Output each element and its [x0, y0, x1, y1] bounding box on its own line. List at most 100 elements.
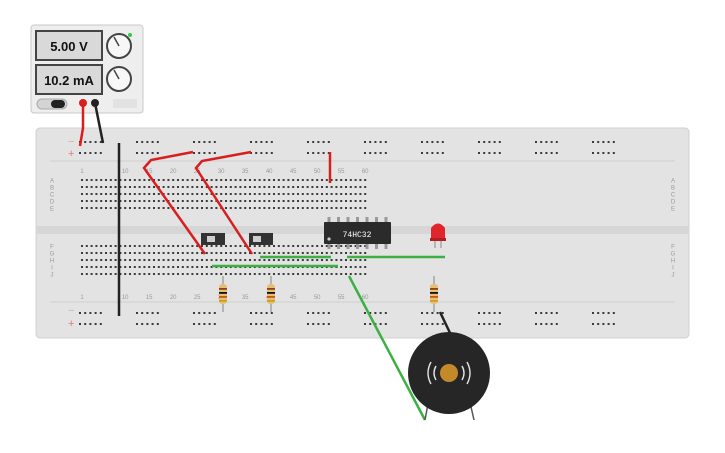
wire-green-buzzer[interactable]	[347, 275, 427, 421]
rail-hole[interactable]	[431, 323, 434, 325]
breadboard-hole[interactable]	[210, 252, 213, 254]
breadboard-hole[interactable]	[268, 186, 271, 188]
breadboard-hole[interactable]	[364, 200, 367, 202]
rail-hole[interactable]	[250, 141, 252, 143]
breadboard-hole[interactable]	[287, 200, 290, 202]
rail-hole[interactable]	[89, 141, 92, 143]
breadboard-hole[interactable]	[167, 193, 170, 195]
breadboard-hole[interactable]	[105, 179, 107, 181]
breadboard-hole[interactable]	[340, 207, 343, 209]
breadboard-hole[interactable]	[105, 252, 107, 254]
breadboard-hole[interactable]	[143, 207, 146, 209]
breadboard-hole[interactable]	[239, 245, 242, 247]
breadboard-hole[interactable]	[297, 200, 299, 202]
rail-hole[interactable]	[250, 312, 252, 314]
rail-hole[interactable]	[488, 141, 491, 143]
breadboard-hole[interactable]	[277, 200, 280, 202]
rail-hole[interactable]	[151, 323, 154, 325]
breadboard-hole[interactable]	[119, 186, 122, 188]
breadboard-hole[interactable]	[364, 245, 367, 247]
breadboard-hole[interactable]	[277, 193, 280, 195]
rail-hole[interactable]	[483, 323, 486, 325]
breadboard-hole[interactable]	[172, 259, 175, 261]
rail-hole[interactable]	[198, 312, 201, 314]
rail-hole[interactable]	[441, 323, 444, 325]
breadboard-hole[interactable]	[133, 193, 136, 195]
rail-hole[interactable]	[607, 152, 610, 154]
breadboard-hole[interactable]	[330, 200, 333, 202]
rail-hole[interactable]	[198, 141, 201, 143]
breadboard-hole[interactable]	[148, 179, 151, 181]
breadboard-hole[interactable]	[210, 186, 213, 188]
breadboard-hole[interactable]	[273, 179, 275, 181]
rail-hole[interactable]	[488, 152, 491, 154]
breadboard-hole[interactable]	[297, 273, 299, 275]
breadboard-hole[interactable]	[345, 245, 347, 247]
breadboard-hole[interactable]	[153, 245, 155, 247]
breadboard-hole[interactable]	[95, 186, 98, 188]
rail-hole[interactable]	[307, 141, 309, 143]
rail-hole[interactable]	[84, 312, 87, 314]
breadboard-hole[interactable]	[167, 245, 170, 247]
breadboard-hole[interactable]	[321, 193, 323, 195]
breadboard-hole[interactable]	[201, 273, 203, 275]
breadboard-hole[interactable]	[268, 179, 271, 181]
breadboard-hole[interactable]	[119, 200, 122, 202]
breadboard-hole[interactable]	[349, 186, 352, 188]
rail-hole[interactable]	[498, 312, 501, 314]
breadboard-hole[interactable]	[133, 179, 136, 181]
breadboard-hole[interactable]	[119, 193, 122, 195]
breadboard-hole[interactable]	[215, 252, 218, 254]
breadboard-hole[interactable]	[191, 186, 194, 188]
breadboard-hole[interactable]	[138, 245, 141, 247]
breadboard-hole[interactable]	[273, 200, 275, 202]
rail-hole[interactable]	[270, 312, 273, 314]
rail-hole[interactable]	[260, 323, 263, 325]
rail-hole[interactable]	[535, 312, 537, 314]
rail-hole[interactable]	[483, 312, 486, 314]
rail-hole[interactable]	[203, 152, 206, 154]
rail-hole[interactable]	[255, 141, 258, 143]
breadboard-hole[interactable]	[220, 200, 223, 202]
breadboard-hole[interactable]	[148, 200, 151, 202]
breadboard-hole[interactable]	[340, 259, 343, 261]
breadboard-hole[interactable]	[220, 259, 223, 261]
breadboard-hole[interactable]	[316, 200, 319, 202]
breadboard-hole[interactable]	[316, 259, 319, 261]
breadboard-hole[interactable]	[340, 186, 343, 188]
breadboard-hole[interactable]	[177, 193, 179, 195]
breadboard-hole[interactable]	[277, 179, 280, 181]
rail-hole[interactable]	[364, 312, 366, 314]
breadboard-hole[interactable]	[90, 245, 93, 247]
breadboard-hole[interactable]	[273, 193, 275, 195]
breadboard-hole[interactable]	[153, 186, 155, 188]
rail-hole[interactable]	[436, 152, 439, 154]
breadboard-hole[interactable]	[210, 273, 213, 275]
breadboard-hole[interactable]	[210, 179, 213, 181]
breadboard-hole[interactable]	[359, 266, 362, 268]
breadboard-hole[interactable]	[191, 259, 194, 261]
breadboard-hole[interactable]	[109, 207, 112, 209]
rail-hole[interactable]	[592, 312, 594, 314]
breadboard-hole[interactable]	[157, 266, 160, 268]
rail-hole[interactable]	[441, 312, 444, 314]
rail-hole[interactable]	[612, 312, 615, 314]
components[interactable]: 74HC32	[201, 217, 490, 421]
rail-hole[interactable]	[379, 152, 382, 154]
rail-hole[interactable]	[384, 312, 387, 314]
breadboard-hole[interactable]	[100, 186, 103, 188]
slide-switch-2[interactable]	[249, 233, 273, 245]
breadboard-hole[interactable]	[201, 193, 203, 195]
breadboard-hole[interactable]	[335, 245, 338, 247]
slide-switch-1[interactable]	[201, 233, 225, 245]
breadboard-hole[interactable]	[157, 245, 160, 247]
breadboard-hole[interactable]	[340, 245, 343, 247]
breadboard-hole[interactable]	[282, 179, 285, 181]
breadboard-hole[interactable]	[205, 259, 208, 261]
breadboard-hole[interactable]	[229, 207, 232, 209]
breadboard-hole[interactable]	[133, 200, 136, 202]
breadboard-hole[interactable]	[297, 252, 299, 254]
resistor[interactable]	[219, 276, 227, 312]
breadboard-hole[interactable]	[129, 193, 131, 195]
breadboard-hole[interactable]	[95, 266, 98, 268]
